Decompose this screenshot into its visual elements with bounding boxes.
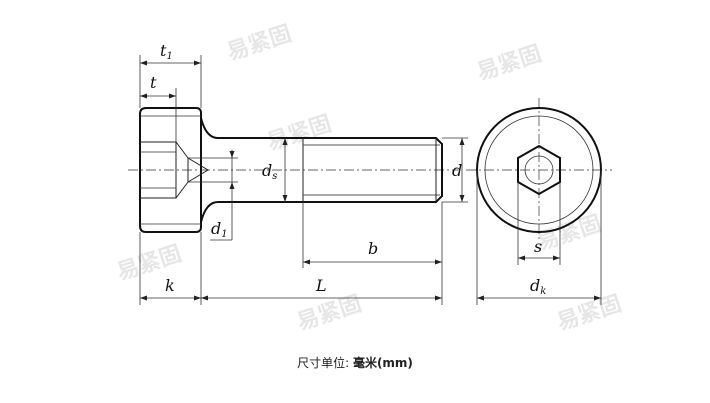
- dim-label-ds: ds: [262, 161, 277, 182]
- dim-label-dk: dk: [530, 276, 546, 297]
- arrowheads-end: [477, 255, 601, 301]
- bolt-head: [139, 107, 202, 233]
- dim-label-b: b: [368, 239, 378, 258]
- side-view: t1 t ds d d1 b k L: [128, 41, 468, 305]
- dim-label-t: t: [150, 73, 157, 92]
- socket-cone: [187, 157, 209, 183]
- dim-label-t1: t1: [160, 41, 173, 62]
- unit-caption-prefix: 尺寸单位:: [297, 356, 353, 370]
- hex-socket: [140, 141, 189, 199]
- arrowheads: [140, 60, 465, 301]
- dim-label-L: L: [315, 276, 327, 295]
- shank: [200, 117, 443, 223]
- watermark: 易紧固: [224, 22, 295, 66]
- watermark: 易紧固: [534, 212, 605, 256]
- head-chamfer-circle: [484, 115, 594, 225]
- socket-circle: [524, 155, 554, 185]
- dim-label-d: d: [452, 161, 462, 180]
- unit-caption-unit: 毫米(mm): [352, 356, 413, 370]
- dim-label-d1: d1: [211, 219, 228, 240]
- watermark: 易紧固: [264, 112, 335, 156]
- dim-label-k: k: [165, 276, 175, 295]
- watermark-group: 易紧固 易紧固 易紧固 易紧固 易紧固 易紧固 易紧固: [114, 22, 625, 336]
- dim-label-s: s: [534, 237, 542, 256]
- unit-caption: 尺寸单位: 毫米(mm): [0, 354, 710, 371]
- hex-socket-end: [517, 144, 561, 196]
- watermark: 易紧固: [474, 42, 545, 86]
- end-view: s dk: [466, 98, 612, 305]
